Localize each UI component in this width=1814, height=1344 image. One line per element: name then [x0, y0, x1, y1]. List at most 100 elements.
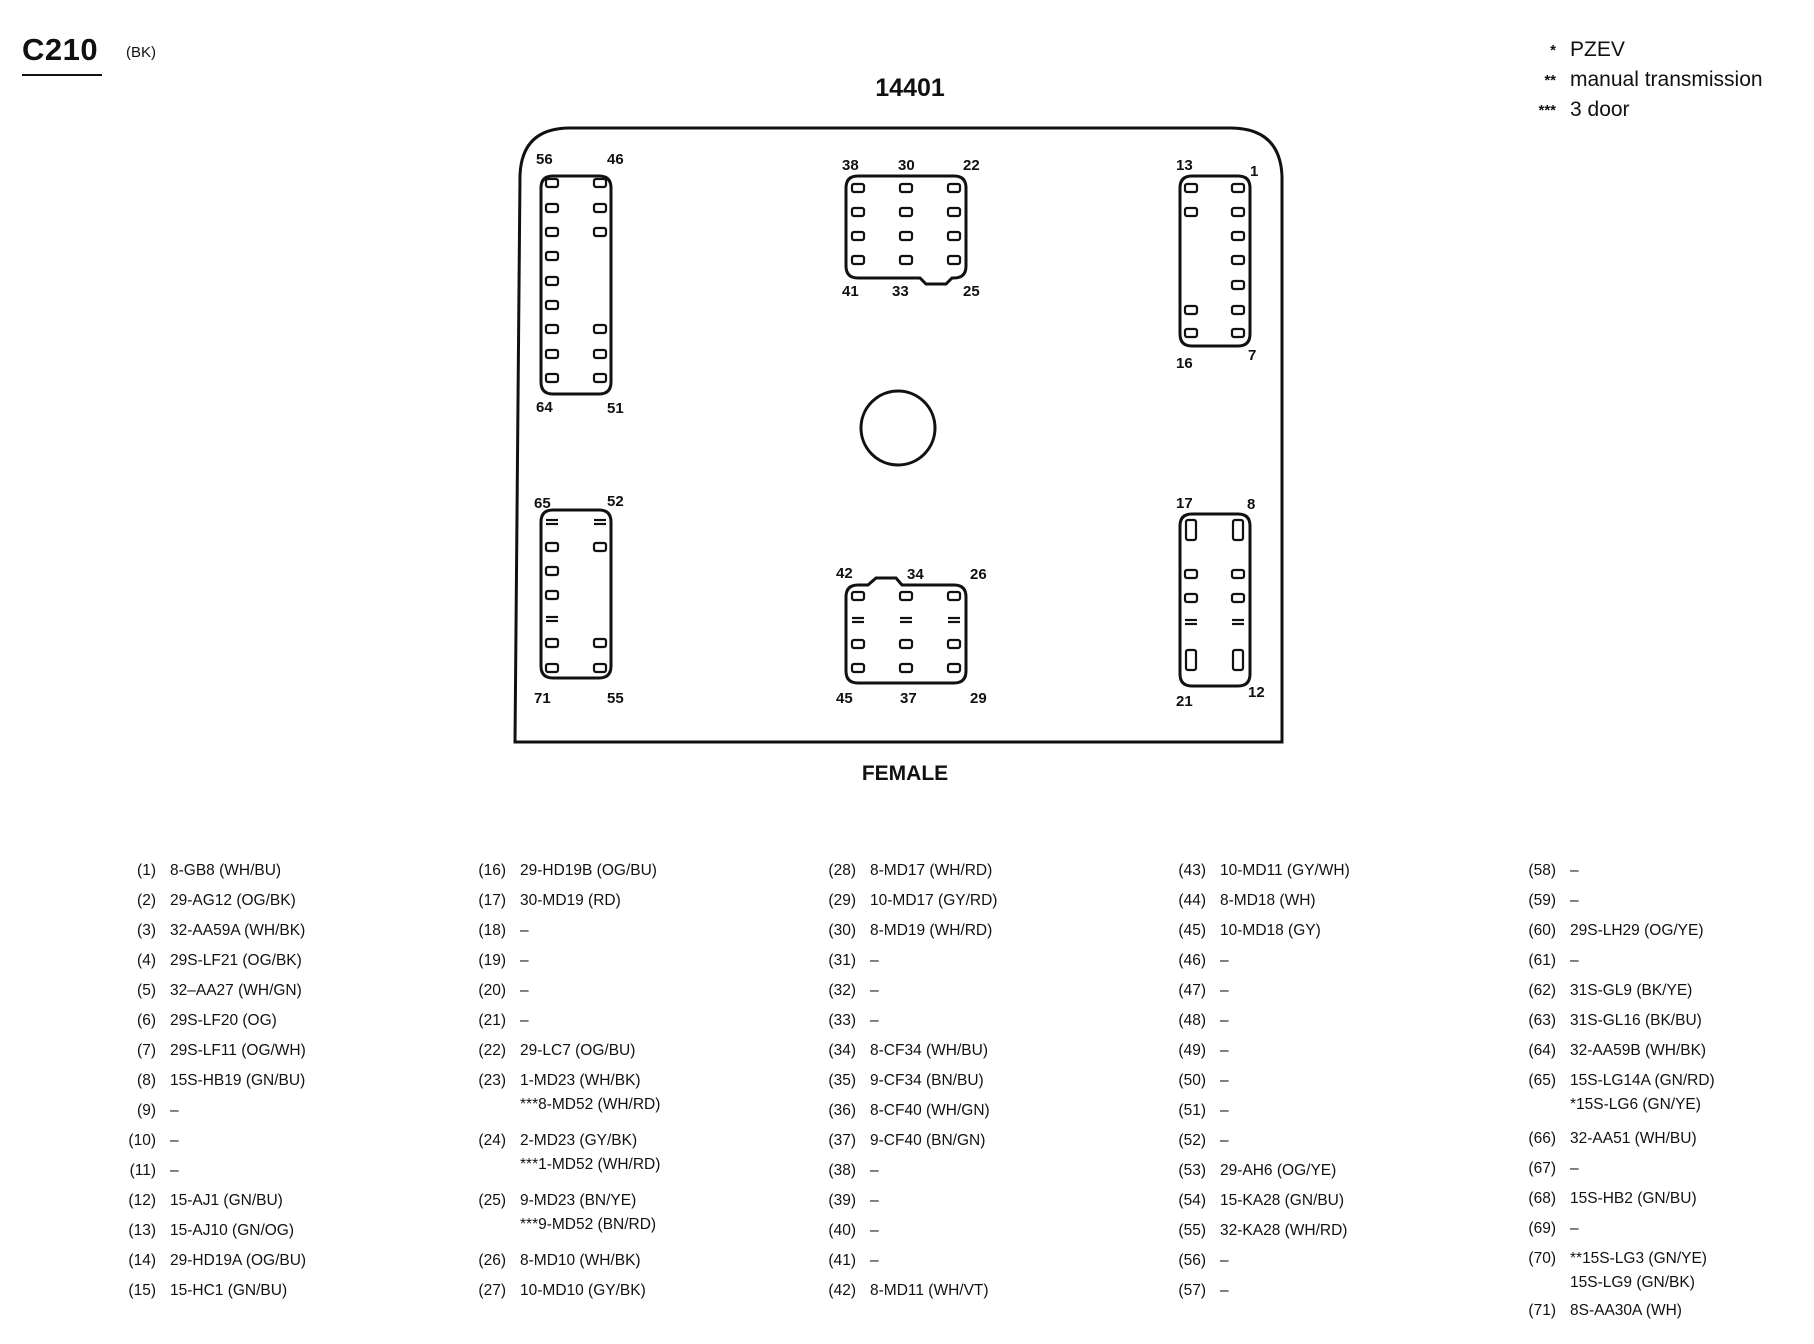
pin-circuit: –	[1220, 1276, 1229, 1306]
cavity-slot	[1230, 206, 1246, 218]
cavity-slot-empty	[546, 615, 558, 623]
pin-circuit: 32-AA59B (WH/BK)	[1570, 1036, 1706, 1066]
pin-number: (42)	[828, 1282, 856, 1299]
pin-circuit-line: 32-KA28 (WH/RD)	[1220, 1222, 1348, 1239]
pin-circuit-line: 31S-GL9 (BK/YE)	[1570, 982, 1693, 999]
pin-circuit-line: –	[1570, 892, 1579, 909]
pin-circuit: 29S-LF20 (OG)	[170, 1006, 277, 1036]
cavity-slot-empty	[546, 518, 558, 526]
cavity-slot	[1230, 254, 1246, 266]
cavity-slot	[1230, 304, 1246, 316]
pin-row: (33)–	[808, 1006, 878, 1036]
pin-circuit: –	[1220, 976, 1229, 1006]
pin-number: (22)	[478, 1042, 506, 1059]
cavity-slot	[544, 250, 560, 262]
pin-number: (59)	[1528, 892, 1556, 909]
pin-circuit: 10-MD11 (GY/WH)	[1220, 856, 1350, 886]
pin-circuit-line: –	[1220, 1132, 1229, 1149]
cavity-slot	[898, 254, 914, 266]
pin-row: (10)–	[108, 1126, 178, 1156]
pin-number: (55)	[1178, 1222, 1206, 1239]
pin-row: (70)**15S-LG3 (GN/YE)15S-LG9 (GN/BK)	[1508, 1244, 1707, 1298]
pin-circuit-line: 15S-LG9 (GN/BK)	[1570, 1274, 1695, 1291]
pin-circuit-line: –	[520, 982, 529, 999]
pin-circuit: 8-MD18 (WH)	[1220, 886, 1316, 916]
cavity-slot	[946, 590, 962, 602]
pin-circuit: 10-MD17 (GY/RD)	[870, 886, 997, 916]
pin-row: (19)–	[458, 946, 528, 976]
pin-circuit-line: –	[170, 1162, 179, 1179]
pin-number: (63)	[1528, 1012, 1556, 1029]
pin-circuit-line: 32-AA51 (WH/BU)	[1570, 1130, 1697, 1147]
cavity-slot	[544, 348, 560, 360]
cavity-slot	[946, 254, 962, 266]
cavity-slot	[592, 637, 608, 649]
pin-circuit-line: 32-AA59A (WH/BK)	[170, 922, 306, 939]
pin-row: (45) 10-MD18 (GY)	[1158, 916, 1321, 946]
pin-circuit-line: 10-MD10 (GY/BK)	[520, 1282, 646, 1299]
pin-circuit: 10-MD18 (GY)	[1220, 916, 1321, 946]
pin-row: (11)–	[108, 1156, 179, 1186]
pin-row: (3)32-AA59A (WH/BK)	[108, 916, 305, 946]
cavity-number-label: 17	[1176, 495, 1193, 512]
pin-row: (27) 10-MD10 (GY/BK)	[458, 1276, 646, 1306]
pin-row: (1)8-GB8 (WH/BU)	[108, 856, 281, 886]
pin-number: (11)	[129, 1162, 156, 1179]
pin-circuit: 8-MD19 (WH/RD)	[870, 916, 992, 946]
cavity-slot	[898, 182, 914, 194]
pin-circuit-line: –	[870, 1162, 879, 1179]
pin-number: (45)	[1178, 922, 1206, 939]
pin-circuit: –	[1570, 856, 1579, 886]
cavity-slot	[850, 254, 866, 266]
pin-row: (42)8-MD11 (WH/VT)	[808, 1276, 988, 1306]
pin-row: (66)32-AA51 (WH/BU)	[1508, 1124, 1697, 1154]
pin-number: (58)	[1528, 862, 1556, 879]
pin-row: (7)29S-LF11 (OG/WH)	[108, 1036, 306, 1066]
pin-circuit-line: 8S-AA30A (WH)	[1570, 1302, 1682, 1319]
pin-circuit-line: –	[520, 922, 529, 939]
pin-number: (50)	[1178, 1072, 1206, 1089]
pin-circuit: 29S-LF21 (OG/BK)	[170, 946, 302, 976]
pin-circuit: 9-CF40 (BN/GN)	[870, 1126, 985, 1156]
legend-text: 3 door	[1570, 98, 1630, 121]
pin-row: (36)8-CF40 (WH/GN)	[808, 1096, 989, 1126]
pin-row: (60)29S-LH29 (OG/YE)	[1508, 916, 1703, 946]
pin-number: (56)	[1178, 1252, 1206, 1269]
pin-circuit-line: 15-AJ1 (GN/BU)	[170, 1192, 283, 1209]
pin-number: (29)	[828, 892, 856, 909]
pin-circuit-line: 29S-LF11 (OG/WH)	[170, 1042, 306, 1059]
pin-circuit-line: *15S-LG6 (GN/YE)	[1570, 1096, 1701, 1113]
pin-circuit-line: 29-AH6 (OG/YE)	[1220, 1162, 1337, 1179]
pin-row: (15)15-HC1 (GN/BU)	[108, 1276, 287, 1306]
pin-row: (38)–	[808, 1156, 879, 1186]
cavity-number-label: 13	[1176, 157, 1193, 174]
pin-number: (48)	[1178, 1012, 1206, 1029]
cavity-slot	[544, 299, 560, 311]
cavity-slot	[850, 638, 866, 650]
pin-number: (8)	[137, 1072, 156, 1089]
pin-circuit-line: 8-CF34 (WH/BU)	[870, 1042, 988, 1059]
pin-number: (27)	[478, 1282, 506, 1299]
pin-number: (51)	[1178, 1102, 1206, 1119]
pin-row: (55) 32-KA28 (WH/RD)	[1158, 1216, 1347, 1246]
pin-circuit-line: –	[1220, 1042, 1229, 1059]
pin-number: (57)	[1178, 1282, 1206, 1299]
pin-circuit: 8-CF34 (WH/BU)	[870, 1036, 988, 1066]
pin-circuit: –	[1220, 1126, 1229, 1156]
cavity-slot	[898, 230, 914, 242]
pin-circuit-line: –	[1220, 982, 1229, 999]
pin-row: (59)–	[1508, 886, 1579, 916]
cavity-slot	[850, 662, 866, 674]
cavity-slot	[1183, 592, 1199, 604]
cavity-number-label: 41	[842, 283, 859, 300]
connector-id-underline	[22, 74, 102, 76]
cavity-block-bottom-right	[1178, 512, 1252, 688]
pin-number: (64)	[1528, 1042, 1556, 1059]
pin-circuit-line: 15-HC1 (GN/BU)	[170, 1282, 288, 1299]
cavity-slot	[592, 177, 608, 189]
cavity-slot	[544, 565, 560, 577]
cavity-number-label: 29	[970, 690, 987, 707]
pin-row: (46)–	[1158, 946, 1228, 976]
pin-circuit-line: –	[1220, 1012, 1229, 1029]
